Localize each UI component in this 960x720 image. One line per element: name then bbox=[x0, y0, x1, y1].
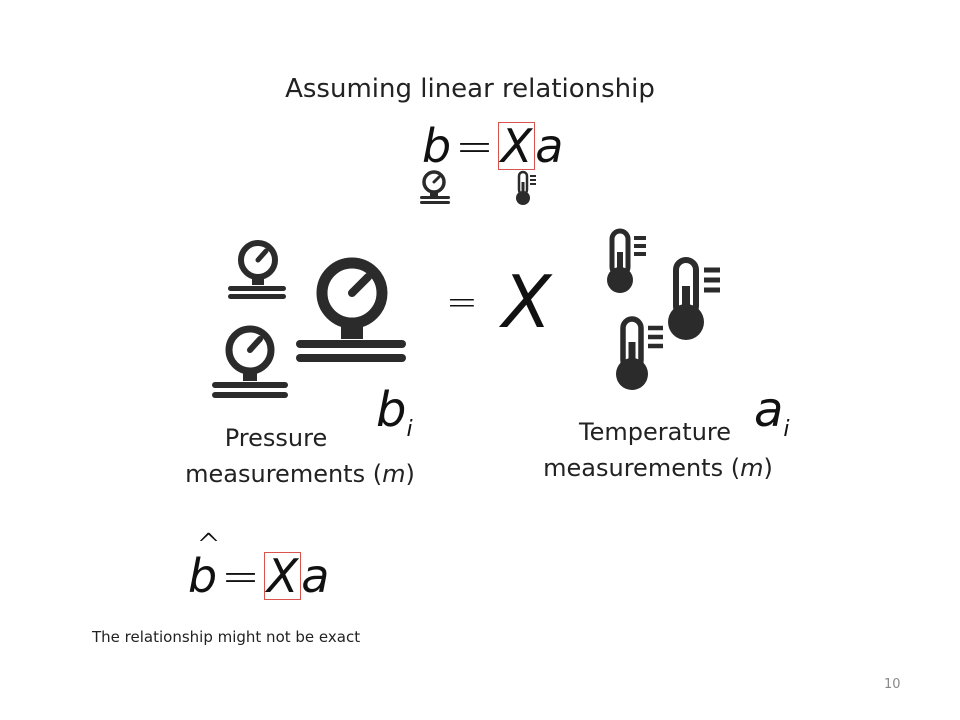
eq-bottom-lhs-letter: b bbox=[188, 549, 218, 603]
eq-bottom-coef: X bbox=[263, 552, 302, 600]
temperature-label-var: m bbox=[740, 454, 764, 482]
temperature-label-suffix: ) bbox=[763, 454, 773, 482]
center-eq-op: = bbox=[446, 280, 478, 324]
slide-heading: Assuming linear relationship bbox=[285, 74, 655, 104]
equation-bottom: ^ b =Xa bbox=[188, 531, 330, 603]
eq-bottom-rhs: a bbox=[301, 549, 330, 603]
eq-top-rhs: a bbox=[535, 119, 564, 173]
temperature-label-line2: measurements (m) bbox=[508, 450, 808, 486]
pressure-gauge-icon-large bbox=[296, 257, 406, 362]
temperature-label: Temperature measurements (m) bbox=[508, 414, 808, 486]
pressure-label-var: m bbox=[382, 460, 406, 488]
pressure-gauge-icon bbox=[420, 170, 450, 204]
temperature-symbol-base: a bbox=[754, 382, 784, 438]
temperature-symbol: ai bbox=[754, 386, 790, 441]
pressure-symbol: bi bbox=[376, 386, 413, 441]
eq-top-coef: X bbox=[497, 122, 536, 170]
equation-top: b=Xa bbox=[422, 122, 563, 170]
eq-bottom-lhs: ^ b bbox=[188, 531, 221, 600]
eq-bottom-op: = bbox=[221, 549, 260, 603]
pressure-gauge-icon-small-top bbox=[228, 240, 286, 299]
center-eq-coef: X bbox=[502, 260, 552, 344]
temperature-symbol-sub: i bbox=[783, 417, 790, 442]
center-coef: X bbox=[502, 266, 551, 338]
pressure-label-line1: Pressure bbox=[224, 424, 328, 452]
page-number: 10 bbox=[884, 677, 901, 692]
thermometer-icon-top bbox=[607, 228, 646, 293]
eq-top-lhs: b bbox=[422, 119, 452, 173]
pressure-label-prefix: measurements ( bbox=[185, 460, 383, 488]
pressure-symbol-base: b bbox=[376, 382, 407, 438]
eq-bottom-hat: ^ bbox=[196, 528, 222, 563]
pressure-label-line2: measurements (m) bbox=[150, 456, 450, 492]
center-equals: = bbox=[446, 283, 478, 321]
thermometer-icon-large bbox=[668, 257, 720, 340]
thermometer-icon bbox=[516, 170, 536, 205]
footnote: The relationship might not be exact bbox=[92, 628, 361, 646]
pressure-label: Pressure measurements (m) bbox=[150, 420, 450, 492]
thermometer-icon-bottom bbox=[616, 316, 663, 390]
pressure-gauge-icon-small-bottom bbox=[212, 325, 288, 398]
temperature-label-line1: Temperature bbox=[578, 418, 732, 446]
temperature-label-prefix: measurements ( bbox=[543, 454, 741, 482]
pressure-label-suffix: ) bbox=[405, 460, 415, 488]
pressure-symbol-sub: i bbox=[406, 417, 413, 442]
eq-top-op: = bbox=[455, 119, 494, 173]
